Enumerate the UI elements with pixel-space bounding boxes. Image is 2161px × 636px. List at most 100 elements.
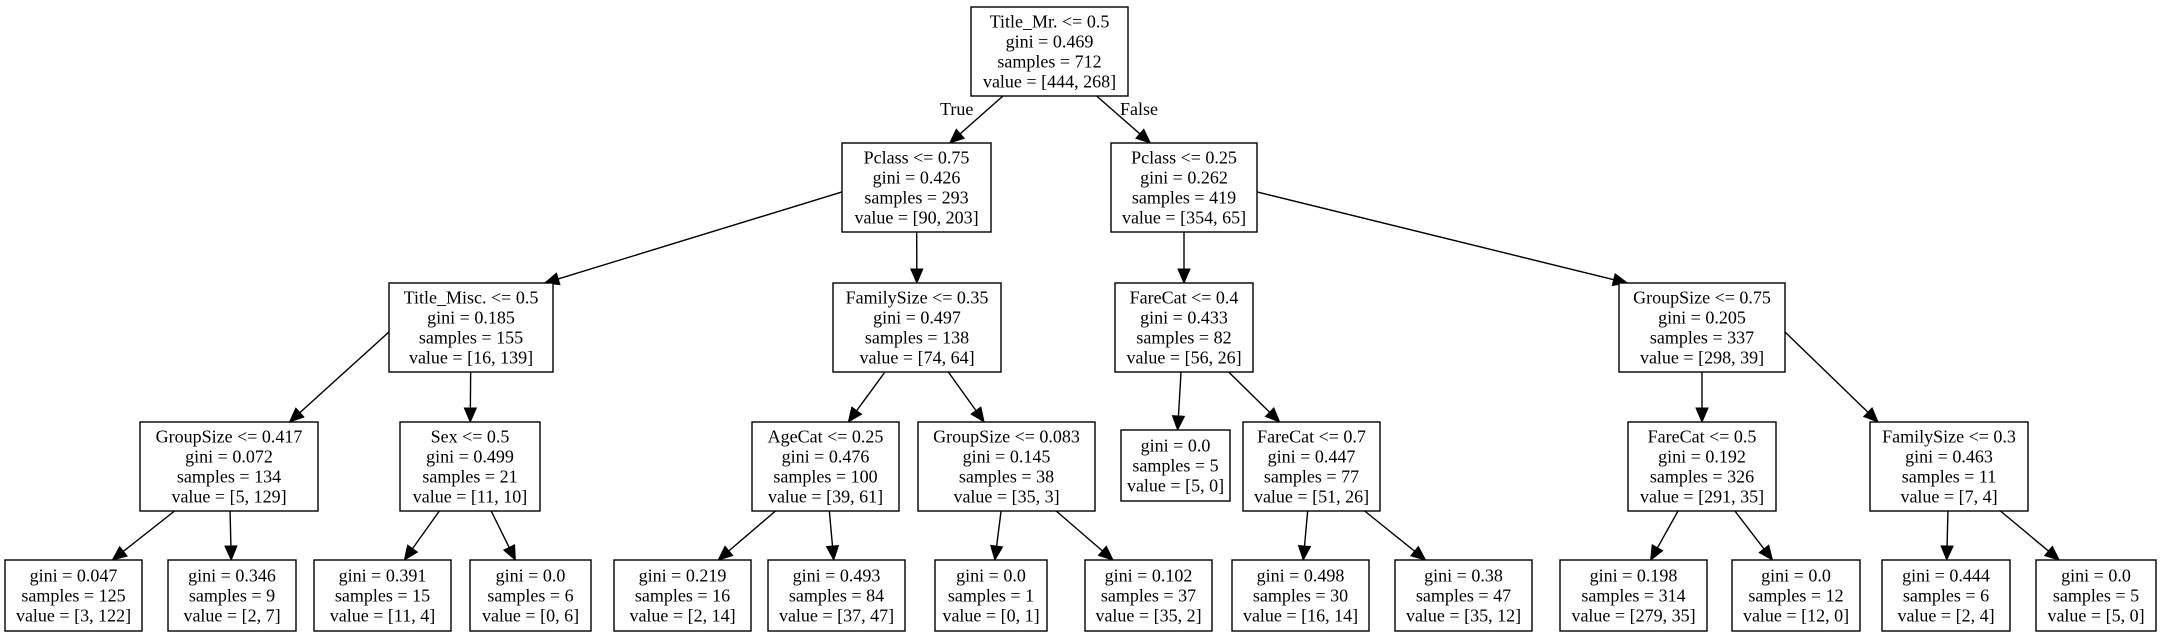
tree-edge-n6-n13 xyxy=(1695,372,1709,424)
arrowhead xyxy=(1177,268,1191,285)
tree-edge-n10-n22 xyxy=(1055,510,1114,561)
tree-edge-n10-n21 xyxy=(989,510,1004,562)
node-line: gini = 0.444 xyxy=(1902,566,1990,586)
tree-edge-n4-n10 xyxy=(947,371,985,424)
node-line: samples = 84 xyxy=(789,586,884,606)
edge-line xyxy=(1784,331,1869,413)
node-line: Title_Misc. <= 0.5 xyxy=(404,288,539,308)
node-box xyxy=(1394,559,1533,632)
edge-line xyxy=(1364,510,1416,552)
node-line: Title_Mr. <= 0.5 xyxy=(990,12,1110,32)
node-line: samples = 5 xyxy=(1132,456,1218,476)
node-box xyxy=(934,559,1048,632)
tree-edge-n2-n5 xyxy=(1177,232,1191,285)
node-line: samples = 30 xyxy=(1253,586,1348,606)
tree-edge-n0-n1 xyxy=(948,95,1004,144)
node-line: samples = 712 xyxy=(997,52,1101,72)
arrowhead xyxy=(2043,545,2061,561)
edge-line xyxy=(995,510,1002,547)
node-line: FamilySize <= 0.3 xyxy=(1882,427,2016,447)
node-line: value = [0, 6] xyxy=(482,606,579,626)
arrowhead xyxy=(910,268,924,285)
node-box xyxy=(1559,559,1708,632)
node-line: FareCat <= 0.7 xyxy=(1257,427,1366,447)
node-line: value = [37, 47] xyxy=(779,606,894,626)
edge-line xyxy=(1946,510,1949,547)
node-line: value = [2, 14] xyxy=(629,606,735,626)
node-line: value = [35, 2] xyxy=(1095,606,1201,626)
node-line: samples = 293 xyxy=(864,188,968,208)
edge-line xyxy=(856,371,886,412)
node-line: gini = 0.0 xyxy=(1141,436,1211,456)
tree-edge-n6-n14 xyxy=(1784,331,1879,423)
node-line: samples = 134 xyxy=(177,467,281,487)
node-line: samples = 9 xyxy=(189,586,275,606)
arrowhead xyxy=(1758,544,1774,562)
node-box xyxy=(767,559,906,632)
arrowhead xyxy=(1940,545,1954,562)
node-box xyxy=(139,421,319,512)
tree-edge-n1-n4 xyxy=(910,231,924,285)
tree-edge-n12-n24 xyxy=(1364,510,1427,561)
tree-edge-n7-n16 xyxy=(224,510,238,562)
node-line: samples = 314 xyxy=(1581,586,1685,606)
node-box xyxy=(4,559,143,632)
edge-line xyxy=(1055,510,1103,552)
node-box xyxy=(613,559,752,632)
node-line: value = [5, 129] xyxy=(171,487,286,507)
node-line: gini = 0.262 xyxy=(1140,168,1228,188)
node-line: gini = 0.0 xyxy=(2061,566,2131,586)
tree-edge-n5-n12 xyxy=(1228,371,1281,423)
node-line: gini = 0.447 xyxy=(1268,447,1356,467)
edge-line xyxy=(828,510,834,547)
edge-line xyxy=(299,331,390,414)
node-box xyxy=(970,6,1129,97)
tree-edge-n9-n19 xyxy=(717,510,776,561)
node-box xyxy=(1110,142,1258,233)
node-line: value = [354, 65] xyxy=(1122,208,1246,228)
node-line: value = [444, 268] xyxy=(983,72,1116,92)
node-line: samples = 419 xyxy=(1132,188,1236,208)
node-line: FareCat <= 0.5 xyxy=(1648,427,1757,447)
tree-edge-n4-n9 xyxy=(847,371,886,424)
node-line: gini = 0.047 xyxy=(30,566,118,586)
node-line: value = [90, 203] xyxy=(854,208,978,228)
node-line: gini = 0.102 xyxy=(1105,566,1193,586)
arrowhead xyxy=(1650,544,1664,562)
node-line: gini = 0.219 xyxy=(639,566,727,586)
edge-line xyxy=(1734,510,1765,550)
arrowhead xyxy=(948,128,966,144)
node-line: gini = 0.145 xyxy=(963,447,1051,467)
node-line: samples = 337 xyxy=(1650,328,1754,348)
node-line: samples = 21 xyxy=(422,467,517,487)
node-line: samples = 6 xyxy=(487,586,573,606)
node-line: value = [39, 61] xyxy=(768,487,883,507)
node-line: samples = 5 xyxy=(2053,586,2139,606)
node-line: FamilySize <= 0.35 xyxy=(846,288,989,308)
node-box xyxy=(1627,421,1777,512)
node-line: value = [2, 7] xyxy=(183,606,280,626)
node-box xyxy=(2035,559,2157,632)
node-line: value = [5, 0] xyxy=(1127,476,1224,496)
edge-line xyxy=(947,371,977,412)
node-line: value = [11, 4] xyxy=(330,606,435,626)
node-line: value = [16, 14] xyxy=(1243,606,1358,626)
edge-line xyxy=(728,510,776,552)
arrowhead xyxy=(224,545,238,562)
arrowhead xyxy=(1695,407,1709,424)
edge-line xyxy=(490,510,510,548)
edge-line xyxy=(411,510,440,550)
